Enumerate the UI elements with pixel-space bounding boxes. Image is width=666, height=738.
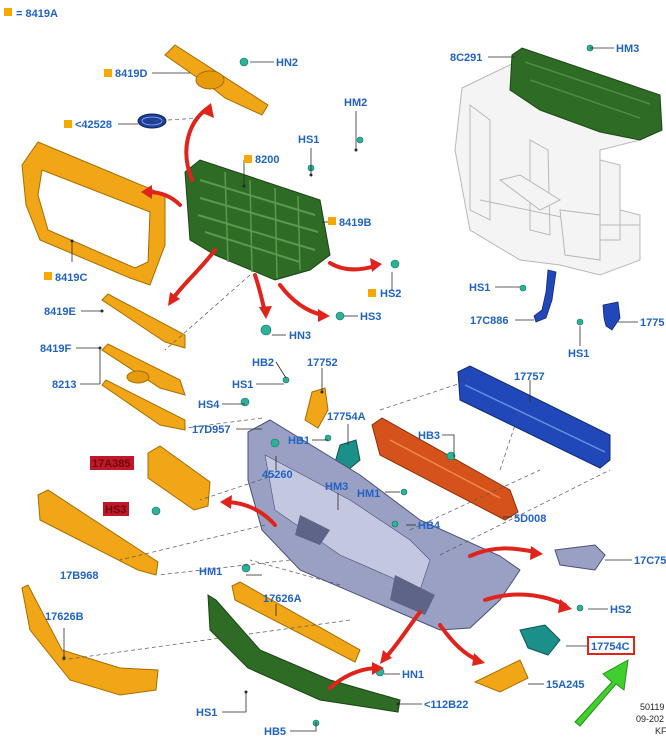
- label-17626b: 17626B: [45, 611, 84, 623]
- fastener-clips: [151, 44, 594, 727]
- assembly-arrows: [141, 103, 572, 690]
- label-17752: 17752: [307, 357, 338, 369]
- label-hs4: HS4: [198, 399, 220, 411]
- label-1775: 1775: [640, 317, 664, 329]
- label-8419b: 8419B: [339, 217, 371, 229]
- corner-trim-17626b: [21, 584, 159, 696]
- label-17757: 17757: [514, 371, 545, 383]
- green-pointer-arrow: [574, 659, 629, 727]
- grille-surround-8419c: [21, 141, 166, 286]
- alignment-lines: [61, 117, 611, 661]
- svg-text:HS3: HS3: [105, 504, 126, 516]
- label-hs1-top: HS1: [298, 134, 319, 146]
- label-hb3: HB3: [418, 430, 440, 442]
- label-17626a: 17626A: [263, 593, 302, 605]
- lower-splitter-112b22: [207, 594, 401, 713]
- label-hs1-right: HS1: [469, 282, 490, 294]
- grille-bar-emblem-ring: [195, 70, 225, 90]
- bullet-42528: [64, 120, 72, 128]
- bullet-hs2: [368, 289, 376, 297]
- bracket-1775: [602, 301, 621, 331]
- legend-text: = 8419A: [16, 8, 58, 20]
- label-hm3-top: HM3: [616, 43, 639, 55]
- label-17d957: 17D957: [192, 424, 231, 436]
- grille-strip-8213: [101, 379, 186, 431]
- footer-line-2: 09-202: [636, 714, 664, 724]
- label-hn1: HN1: [402, 669, 424, 681]
- label-hm2: HM2: [344, 97, 367, 109]
- label-8419f: 8419F: [40, 343, 71, 355]
- bullet-8419d: [104, 69, 112, 77]
- label-hb5: HB5: [264, 726, 286, 738]
- license-plate-bracket-17a385: [147, 445, 211, 511]
- label-5d008: 5D008: [514, 513, 546, 525]
- grille-strip-8419f: [101, 343, 186, 396]
- bumper-end-17c75: [554, 544, 606, 571]
- label-8419c: 8419C: [55, 272, 87, 284]
- upper-radiator-shield: [509, 47, 663, 141]
- label-hm1-right: HM1: [357, 488, 380, 500]
- label-17754a: 17754A: [327, 411, 366, 423]
- svg-text:17A385: 17A385: [92, 458, 131, 470]
- beam-rib: [464, 384, 606, 453]
- label-8c291: 8C291: [450, 52, 482, 64]
- strip-emblem-ring: [126, 370, 150, 384]
- label-8213: 8213: [52, 379, 76, 391]
- label-hn2: HN2: [276, 57, 298, 69]
- label-8419e: 8419E: [44, 306, 76, 318]
- label-17c75: 17C75: [634, 555, 666, 567]
- redacted-label-17a385: 17A385: [90, 456, 134, 470]
- label-17754c: 17754C: [591, 641, 630, 653]
- bullet-8200: [244, 155, 252, 163]
- label-hs1-mid: HS1: [232, 379, 253, 391]
- lower-strip-17626a: [231, 581, 361, 663]
- bumper-cover-17d957: [247, 419, 521, 631]
- label-17c886: 17C886: [470, 315, 509, 327]
- lower-grille-17b968: [37, 489, 159, 576]
- label-8200: 8200: [255, 154, 279, 166]
- footer-line-1: 50119: [640, 702, 664, 712]
- label-8419d: 8419D: [115, 68, 147, 80]
- bullet-8419b: [328, 217, 336, 225]
- label-hs2-bottom: HS2: [610, 604, 631, 616]
- redacted-label-hs3: HS3: [103, 502, 129, 516]
- leader-lines: [62, 47, 638, 732]
- label-112b22: <112B22: [424, 699, 468, 711]
- fog-bezel-15a245: [473, 659, 529, 693]
- grille-8200: [184, 159, 331, 281]
- label-45260: 45260: [262, 469, 293, 481]
- footer-line-3: KF: [655, 726, 666, 736]
- highlight-box-17754c: 17754C: [587, 636, 635, 655]
- label-hb4: HB4: [418, 520, 441, 532]
- label-hs1-right-lower: HS1: [568, 348, 589, 360]
- grille-strip-8419e: [101, 293, 186, 349]
- label-17b968: 17B968: [60, 570, 99, 582]
- label-hm1-left: HM1: [199, 566, 222, 578]
- absorber-rib: [389, 439, 501, 499]
- ford-oval-emblem: [137, 113, 167, 129]
- bumper-beam-17757: [457, 365, 611, 469]
- bracket-17c886: [533, 269, 557, 323]
- label-hs1-bottom: HS1: [196, 707, 217, 719]
- label-hs3: HS3: [360, 311, 381, 323]
- label-hs2-top: HS2: [380, 288, 401, 300]
- label-hn3: HN3: [289, 330, 311, 342]
- legend-swatch: [4, 8, 12, 16]
- label-hb2: HB2: [252, 357, 274, 369]
- label-42528: <42528: [75, 119, 112, 131]
- label-hm3-mid: HM3: [325, 481, 348, 493]
- label-hb1: HB1: [288, 435, 310, 447]
- label-15a245: 15A245: [546, 679, 585, 691]
- shield-rib: [524, 61, 651, 119]
- sensor-bracket-17754c: [519, 624, 561, 656]
- bracket-17752: [304, 387, 329, 429]
- bullet-8419c: [44, 272, 52, 280]
